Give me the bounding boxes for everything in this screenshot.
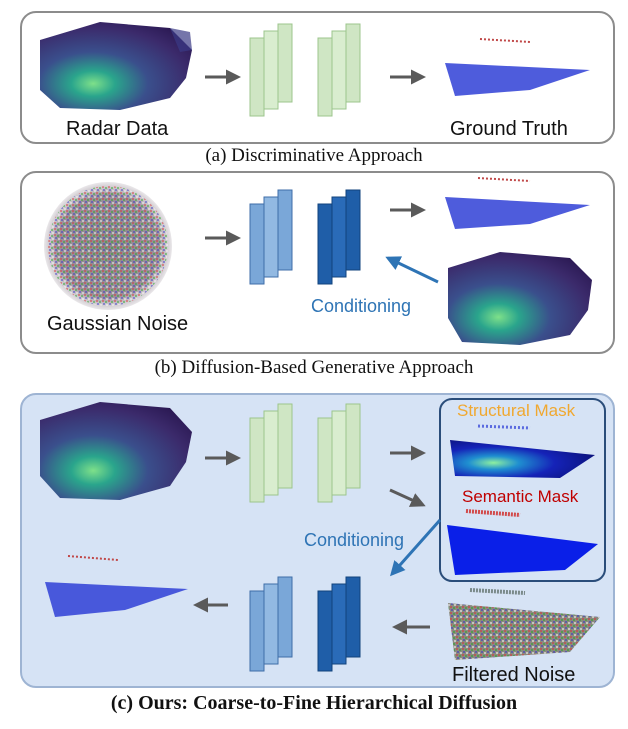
ground-truth-label: Ground Truth xyxy=(450,118,568,140)
discriminative-network-a xyxy=(249,23,361,117)
arrow-c-3 xyxy=(389,488,426,507)
output-pointcloud-c xyxy=(45,555,188,617)
filtered-noise-image xyxy=(448,588,600,660)
structural-mask-image xyxy=(450,424,595,478)
radar-data-image-b xyxy=(448,252,592,345)
caption-a: (a) Discriminative Approach xyxy=(205,145,423,166)
radar-data-image-a xyxy=(40,22,192,110)
structural-mask-label: Structural Mask xyxy=(457,401,576,420)
caption-c: (c) Ours: Coarse-to-Fine Hierarchical Di… xyxy=(110,692,518,714)
ground-truth-pointcloud-a xyxy=(445,38,590,96)
diffusion-network-b xyxy=(249,189,361,285)
fine-diffusion-network-c xyxy=(249,576,361,672)
radar-data-image-c xyxy=(40,402,192,500)
output-pointcloud-b xyxy=(445,177,590,229)
conditioning-label-b: Conditioning xyxy=(311,296,412,316)
radar-data-label-a: Radar Data xyxy=(66,118,169,140)
gaussian-noise-label: Gaussian Noise xyxy=(47,313,189,335)
conditioning-arrow-c xyxy=(390,519,442,577)
conditioning-label-c: Conditioning xyxy=(304,530,405,550)
semantic-mask-label: Semantic Mask xyxy=(462,487,579,506)
gaussian-noise-image xyxy=(44,182,172,310)
filtered-noise-label: Filtered Noise xyxy=(452,664,576,686)
semantic-mask-image xyxy=(447,509,598,575)
mask-group-box xyxy=(439,398,606,582)
caption-b: (b) Diffusion-Based Generative Approach xyxy=(154,357,474,378)
coarse-network-c xyxy=(249,403,361,503)
conditioning-arrow-b xyxy=(385,256,439,284)
